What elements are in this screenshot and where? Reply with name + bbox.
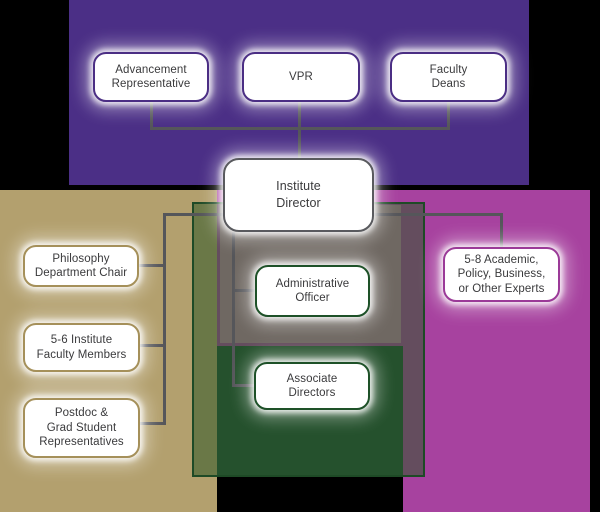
vpr-label: VPR bbox=[289, 70, 313, 83]
vpr-box: VPR bbox=[242, 52, 360, 102]
institute-faculty-members-label: 5-6 Institute Faculty Members bbox=[36, 334, 127, 361]
postdoc-stub-connector-line bbox=[139, 422, 165, 425]
admin-officer-stub-connector-line bbox=[231, 289, 258, 292]
advisory-left-vertical-connector-line bbox=[163, 213, 166, 425]
philosophy-department-chair-label: Philosophy Department Chair bbox=[34, 252, 128, 280]
vpr-stub-connector-line bbox=[297, 102, 301, 130]
faculty-deans-label: Faculty Deans bbox=[429, 63, 468, 91]
faculty-deans-stub-connector-line bbox=[447, 102, 450, 130]
administrative-officer-label: Administrative Officer bbox=[275, 277, 350, 305]
director-vertical-connector-line bbox=[231, 232, 235, 387]
advancement-stub-connector-line bbox=[149, 102, 153, 130]
institute-director-box: Institute Director bbox=[223, 158, 374, 232]
administrative-officer-box: Administrative Officer bbox=[255, 265, 370, 317]
postdoc-grad-representatives-box: Postdoc & Grad Student Representatives bbox=[23, 398, 140, 458]
philosophy-department-chair-box: Philosophy Department Chair bbox=[23, 245, 139, 287]
associate-stub-connector-line bbox=[231, 384, 257, 387]
postdoc-grad-representatives-label: Postdoc & Grad Student Representatives bbox=[39, 407, 124, 449]
associate-directors-label: Associate Directors bbox=[286, 372, 338, 400]
vpr-to-director-connector-line bbox=[297, 127, 301, 160]
institute-faculty-members-box: 5-6 Institute Faculty Members bbox=[23, 323, 140, 372]
magenta-right-region bbox=[403, 190, 590, 512]
advancement-representative-label: Advancement Representative bbox=[111, 63, 191, 91]
philosophy-stub-connector-line bbox=[137, 264, 165, 267]
faculty-members-stub-connector-line bbox=[139, 344, 165, 347]
associate-directors-box: Associate Directors bbox=[254, 362, 370, 410]
advancement-representative-box: Advancement Representative bbox=[93, 52, 209, 102]
advisory-right-vertical-connector-line bbox=[500, 213, 503, 249]
academic-policy-experts-label: 5-8 Academic, Policy, Business, or Other… bbox=[457, 253, 546, 295]
faculty-deans-box: Faculty Deans bbox=[390, 52, 507, 102]
academic-policy-experts-box: 5-8 Academic, Policy, Business, or Other… bbox=[443, 247, 560, 302]
institute-director-label: Institute Director bbox=[276, 179, 321, 210]
